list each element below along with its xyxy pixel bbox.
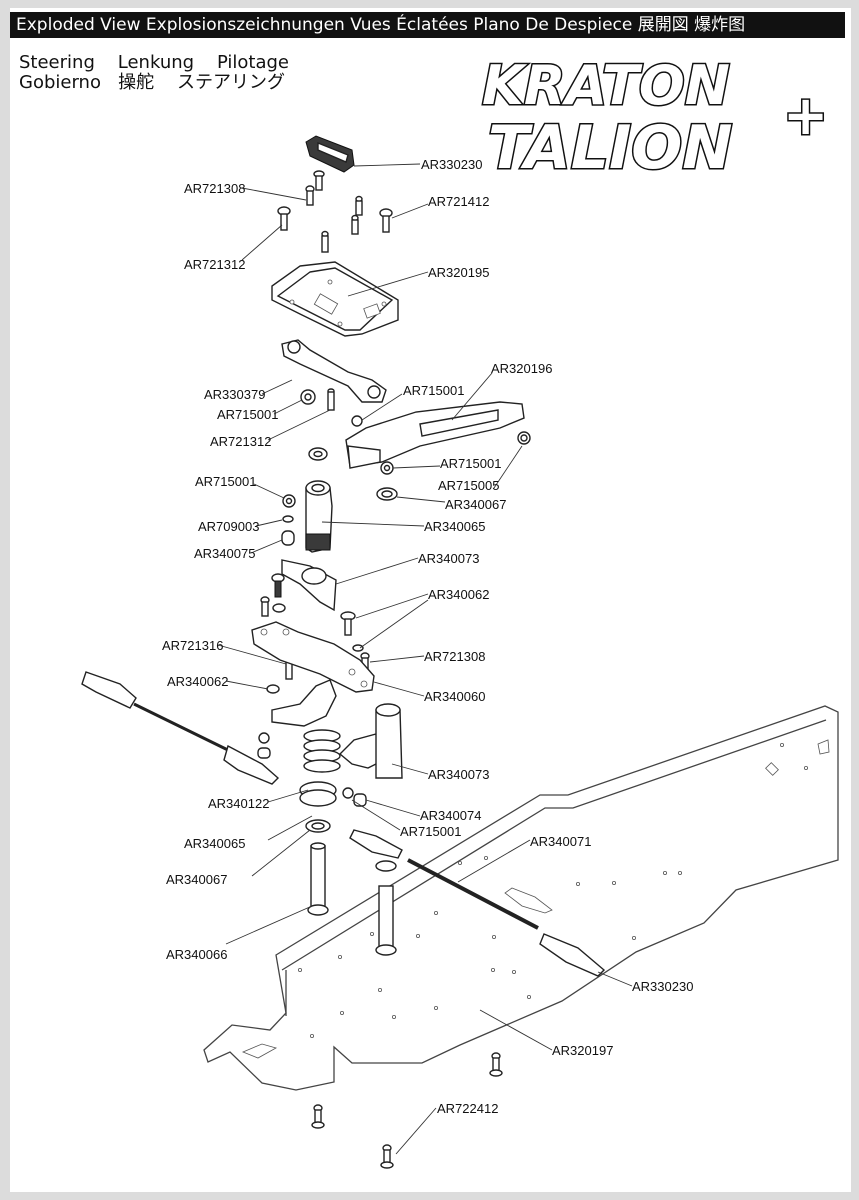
servo-horn-top: [305, 135, 355, 173]
chassis-holes: [297, 743, 809, 1039]
screws-bottom: [311, 1052, 503, 1169]
screws-mid: [260, 573, 370, 694]
small-nuts: [281, 388, 394, 546]
part-label: AR721312: [184, 257, 245, 272]
part-label: AR340060: [424, 689, 485, 704]
part-label: AR715001: [440, 456, 501, 471]
steering-post: [305, 480, 333, 553]
header-bar: [10, 12, 845, 38]
steering-bellcrank: [345, 401, 531, 469]
top-plate: [271, 261, 399, 337]
spring: [299, 729, 341, 833]
part-label: AR721412: [428, 194, 489, 209]
posts-lower: [307, 842, 397, 956]
part-label: AR340062: [167, 674, 228, 689]
part-label: AR340074: [420, 808, 481, 823]
section-title-line2: Gobierno 操舵 ステアリング: [19, 72, 286, 93]
part-label: AR721312: [210, 434, 271, 449]
part-label: AR721308: [424, 649, 485, 664]
part-label: AR721316: [162, 638, 223, 653]
part-label: AR340122: [208, 796, 269, 811]
logo-word-talion: TALION: [488, 113, 732, 183]
part-label: AR715001: [400, 824, 461, 839]
part-label: AR330230: [421, 157, 482, 172]
part-label: AR320197: [552, 1043, 613, 1058]
section-title-line1: Steering Lenkung Pilotage: [19, 52, 290, 73]
part-label: AR715001: [195, 474, 256, 489]
part-label: AR340067: [445, 497, 506, 512]
part-label: AR340067: [166, 872, 227, 887]
part-label: AR340065: [424, 519, 485, 534]
part-label: AR709003: [198, 519, 259, 534]
part-label: AR320195: [428, 265, 489, 280]
steering-arm-left: [281, 339, 387, 403]
part-label: AR340073: [418, 551, 479, 566]
part-label: AR340075: [194, 546, 255, 561]
part-label: AR330230: [632, 979, 693, 994]
header-title: Exploded View Explosionszeichnungen Vues…: [16, 15, 746, 35]
leader-lines: [217, 163, 633, 1155]
steering-plate: [251, 621, 375, 693]
ball-ends: [342, 787, 367, 807]
chassis-plate: [203, 705, 839, 1091]
bearing-top: [308, 447, 398, 501]
part-label: AR340073: [428, 767, 489, 782]
steering-arm-right: [338, 703, 403, 779]
part-label: AR721308: [184, 181, 245, 196]
logo-word-kraton: KRATON: [482, 54, 730, 117]
steering-arm-upper: [281, 559, 337, 612]
part-label: AR340062: [428, 587, 489, 602]
screws-top: [277, 170, 393, 253]
part-label: AR715001: [403, 383, 464, 398]
part-label: AR715005: [438, 478, 499, 493]
turnbuckle-left: [81, 671, 280, 785]
turnbuckle-right: [349, 829, 606, 977]
brand-logo: KRATON TALION +: [481, 53, 830, 185]
part-label: AR340065: [184, 836, 245, 851]
part-label: AR715001: [217, 407, 278, 422]
part-label: AR722412: [437, 1101, 498, 1116]
part-label: AR320196: [491, 361, 552, 376]
part-label: AR330379: [204, 387, 265, 402]
logo-plus: +: [783, 84, 828, 147]
part-label: AR340071: [530, 834, 591, 849]
part-labels: AR330230 AR721308 AR721412 AR721312 AR32…: [162, 157, 693, 1116]
part-label: AR340066: [166, 947, 227, 962]
steering-arm-lower: [271, 679, 337, 727]
